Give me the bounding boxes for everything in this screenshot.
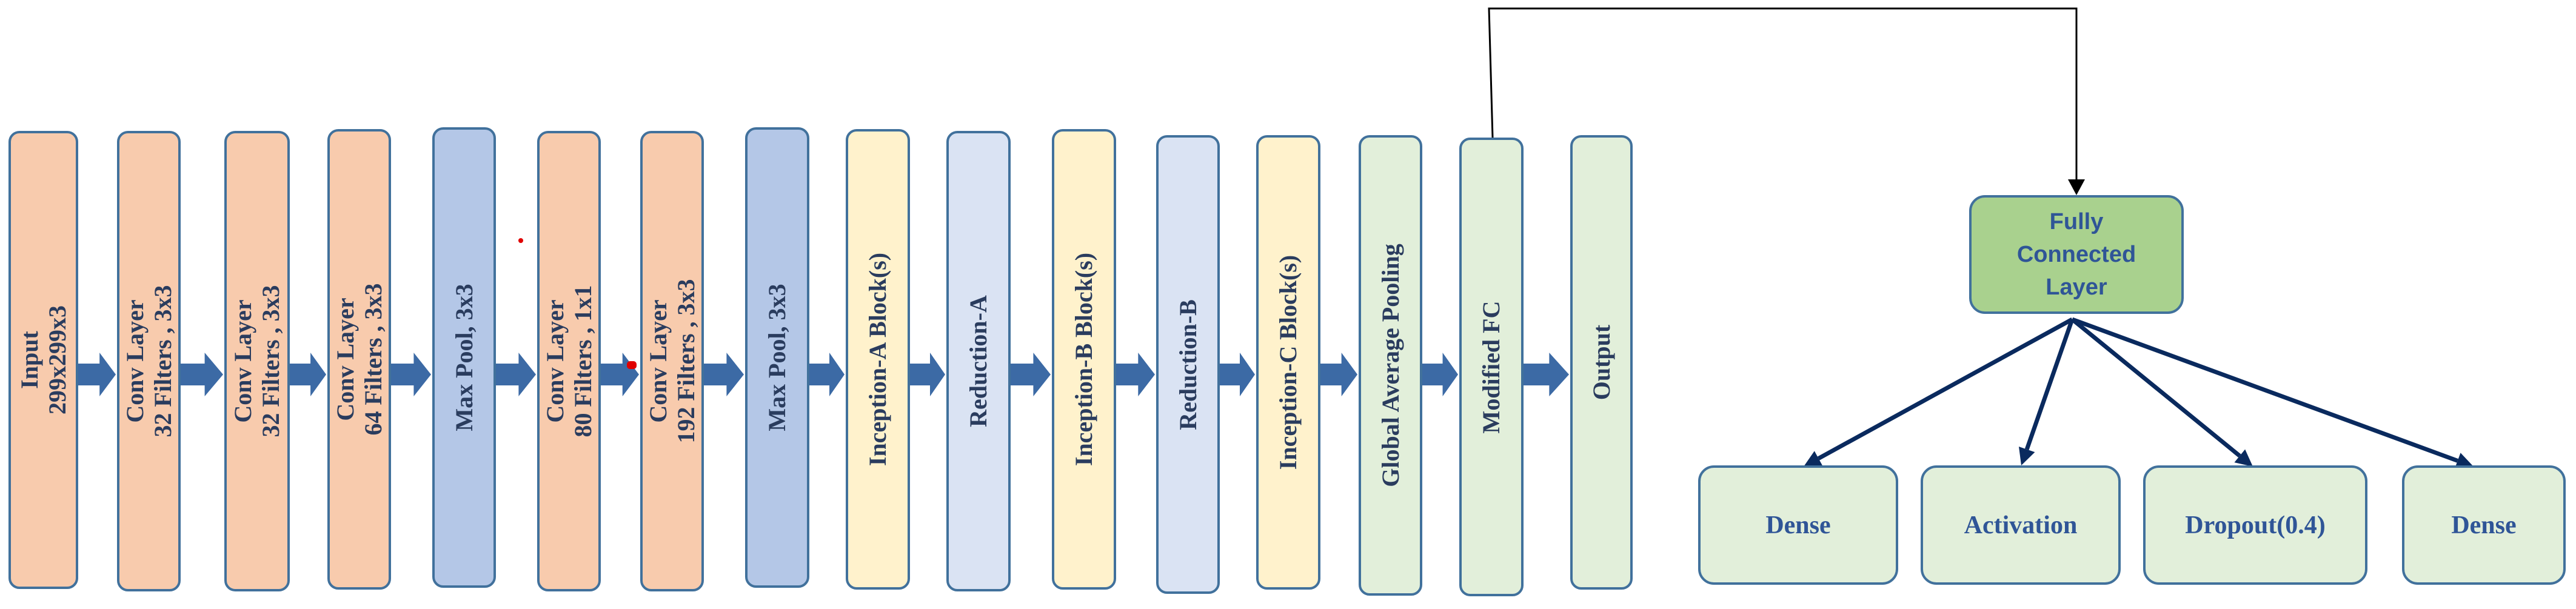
layer-block-14: Global Average Pooling [1359, 135, 1422, 596]
layer-block-10: Reduction-A [946, 131, 1011, 591]
layer-label-line: 299x299x3 [43, 305, 71, 414]
flow-arrow-14 [1422, 353, 1458, 396]
flow-arrow-4 [391, 353, 431, 396]
layer-label-line: Global Average Pooling [1376, 244, 1404, 487]
layer-label-line: 32 Filters , 3x3 [257, 285, 284, 438]
layer-label-line: Max Pool, 3x3 [763, 284, 791, 431]
layer-label: Global Average Pooling [1377, 244, 1405, 487]
layer-block-8: Max Pool, 3x3 [745, 127, 809, 588]
layer-label-line: Reduction-B [1174, 299, 1202, 430]
flow-arrow-6 [601, 353, 639, 396]
layer-label-line: Conv Layer [541, 299, 569, 423]
layer-label-line: Conv Layer [229, 299, 256, 423]
flow-arrow-12 [1220, 353, 1255, 396]
layer-label: Inception-C Block(s) [1274, 255, 1302, 470]
flow-arrow-2 [181, 353, 223, 396]
layer-label: Inception-B Block(s) [1070, 253, 1098, 466]
layer-block-9: Inception-A Block(s) [846, 129, 910, 590]
layer-label: Max Pool, 3x3 [763, 284, 791, 431]
layer-block-11: Inception-B Block(s) [1052, 129, 1116, 590]
flow-arrow-5 [496, 353, 536, 396]
layer-block-13: Inception-C Block(s) [1256, 135, 1320, 590]
fanout-line-2 [2024, 318, 2075, 450]
layer-label-line: Reduction-A [965, 295, 992, 427]
flow-arrow-10 [1011, 353, 1051, 396]
layer-label-line: Conv Layer [644, 299, 672, 423]
fc-label-line3: Layer [2046, 275, 2107, 300]
fanout-arrowhead-1 [1804, 451, 1823, 467]
flow-arrow-13 [1320, 353, 1357, 396]
stray-mark [627, 361, 637, 369]
fc-output-label: Dense [1765, 511, 1831, 539]
layer-label-line: Max Pool, 3x3 [450, 284, 478, 431]
fanout-arrowhead-2 [2018, 446, 2035, 465]
fanout-line-1 [1817, 317, 2073, 461]
flow-arrow-3 [290, 353, 326, 396]
fc-output-activation: Activation [1921, 465, 2121, 585]
flow-arrow-1 [78, 353, 116, 396]
fc-output-dropout: Dropout(0.4) [2143, 465, 2367, 585]
fanout-line-3 [2070, 318, 2241, 458]
layer-block-16: Output [1570, 135, 1633, 590]
flow-arrow-11 [1116, 353, 1155, 396]
skip-connection-arrowhead [2068, 179, 2085, 195]
layer-label: Max Pool, 3x3 [450, 284, 478, 431]
fanout-arrowhead-4 [2454, 453, 2474, 469]
skip-connection-line [1488, 7, 2078, 182]
fc-output-dense-2: Dense [2402, 465, 2566, 585]
layer-block-12: Reduction-B [1156, 135, 1220, 594]
layer-label: Reduction-A [965, 295, 992, 427]
fully-connected-layer-block: Fully Connected Layer [1969, 195, 2184, 314]
flow-arrow-8 [809, 353, 845, 396]
layer-label-line: Output [1587, 324, 1615, 401]
fc-output-label: Dropout(0.4) [2185, 511, 2326, 539]
fanout-line-4 [2071, 317, 2458, 463]
layer-label-line: Input [15, 331, 43, 389]
layer-label-line: Inception-C Block(s) [1274, 255, 1302, 470]
layer-block-5: Max Pool, 3x3 [432, 127, 496, 588]
fanout-arrowhead-3 [2234, 449, 2253, 467]
flow-arrow-15 [1524, 353, 1569, 396]
layer-label-line: 32 Filters , 3x3 [149, 285, 176, 438]
fc-fanout-arrows [1804, 317, 2474, 469]
layer-label: Inception-A Block(s) [864, 253, 892, 466]
layer-label-line: 80 Filters , 1x1 [569, 285, 597, 438]
layer-label-line: 192 Filters , 3x3 [672, 279, 700, 444]
layer-label-line: Modified FC [1477, 301, 1505, 433]
fc-label-line2: Connected [2016, 242, 2136, 267]
layer-label-line: Inception-B Block(s) [1070, 252, 1097, 467]
flow-arrow-9 [910, 353, 945, 396]
flow-arrow-7 [704, 353, 744, 396]
stray-dot [518, 238, 523, 243]
layer-block-15: Modified FC [1459, 138, 1524, 596]
layer-label: Modified FC [1477, 301, 1505, 433]
fc-output-label: Activation [1964, 511, 2078, 539]
fc-output-label: Dense [2451, 511, 2517, 539]
layer-label: Reduction-B [1174, 299, 1202, 430]
layer-label-line: Conv Layer [331, 298, 359, 421]
layer-label: Output [1588, 325, 1616, 401]
layer-label-line: 64 Filters , 3x3 [359, 283, 387, 436]
fc-output-dense-1: Dense [1698, 465, 1898, 585]
layer-label-line: Inception-A Block(s) [864, 252, 891, 467]
layer-label-line: Conv Layer [121, 299, 149, 423]
fc-label-line1: Fully [2049, 209, 2104, 235]
